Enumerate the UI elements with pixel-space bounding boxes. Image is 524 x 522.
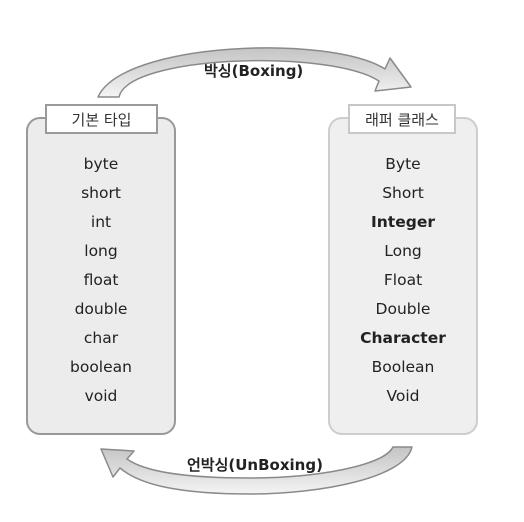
primitive-type-list: byte short int long float double char bo… [26,150,176,411]
primitive-type-item: short [81,184,121,202]
wrapper-class-item: Float [383,271,423,289]
wrapper-class-item: Long [384,242,422,260]
primitive-type-item: void [84,387,118,405]
wrapper-class-title: 래퍼 클래스 [348,104,456,134]
wrapper-class-item: Double [375,300,431,318]
boxing-arrow [97,47,412,98]
unboxing-label: 언박싱(UnBoxing) [187,456,323,474]
boxing-label: 박싱(Boxing) [204,62,304,80]
primitive-type-item: byte [83,155,119,173]
wrapper-class-item: Short [382,184,424,202]
primitive-type-item: double [74,300,128,318]
primitive-type-item: float [83,271,119,289]
wrapper-class-item: Character [360,329,446,347]
primitive-type-panel [26,117,176,435]
primitive-type-item: int [90,213,112,231]
wrapper-class-item: Boolean [371,358,435,376]
primitive-type-item: boolean [70,358,132,376]
wrapper-class-panel [328,117,478,435]
wrapper-class-item: Byte [385,155,421,173]
wrapper-class-item: Integer [371,213,435,231]
primitive-type-title: 기본 타입 [45,104,158,134]
unboxing-arrow [100,446,413,495]
wrapper-class-item: Void [386,387,420,405]
primitive-type-item: char [83,329,119,347]
wrapper-class-list: Byte Short Integer Long Float Double Cha… [328,150,478,411]
primitive-type-item: long [84,242,118,260]
